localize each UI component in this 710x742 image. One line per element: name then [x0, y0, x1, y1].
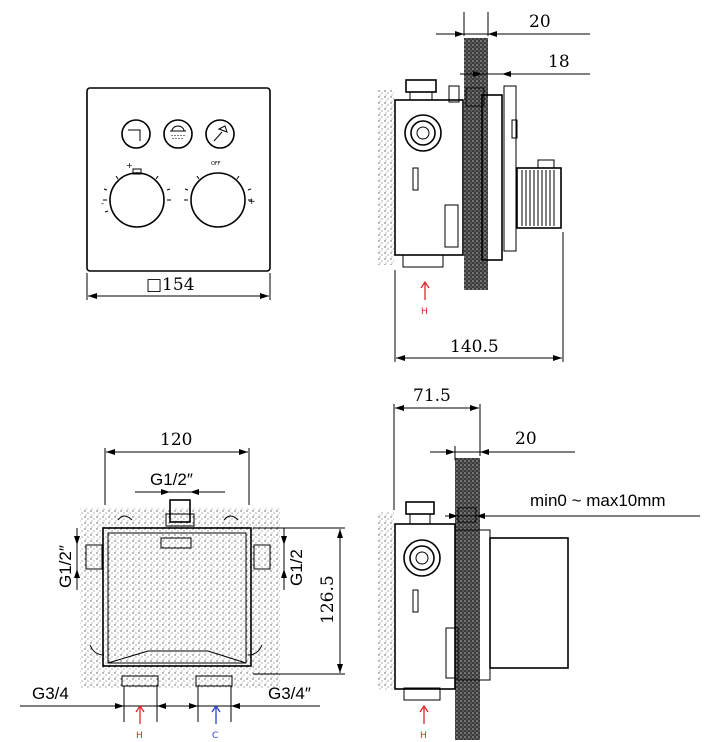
bottom-inlet [402, 254, 444, 268]
flow-knob: + OFF [184, 161, 256, 228]
hand-shower-icon [213, 125, 228, 142]
spout-icon [128, 129, 141, 141]
side-view-bottom: 71.5 20 min0 ~ max10mm H [378, 386, 700, 741]
wall-section [464, 38, 488, 290]
top-connector [405, 79, 437, 93]
hot-arrow-icon-2 [419, 704, 429, 724]
wall-dim-label-2: 20 [515, 429, 537, 449]
panel-outline [86, 87, 271, 272]
hot-label-2: H [420, 731, 427, 741]
top-port [169, 499, 191, 523]
front-view-box: 120 G1/2″ G1/2″ G1/2 126.5 G3/4 G3/4″ H … [20, 430, 345, 741]
left-connection-label: G1/2″ [56, 545, 75, 588]
cold-inlet-label: C [212, 731, 218, 741]
cartridge-port [404, 114, 442, 152]
mounting-box [102, 527, 252, 667]
hand-shower-button [205, 119, 235, 149]
svg-text:OFF: OFF [211, 161, 221, 167]
temperature-knob: + - [101, 161, 171, 228]
depth-dim-label: 140.5 [450, 337, 499, 357]
depth-dim-label-2: 71.5 [413, 386, 451, 406]
height-dim-label: 126.5 [318, 575, 338, 624]
panel-size-label: □154 [146, 275, 195, 295]
front-panel-view: + - + OFF □154 [86, 87, 271, 300]
top-connection-label: G1/2″ [150, 470, 193, 489]
overhead-shower-button [163, 119, 193, 149]
hot-label: H [421, 307, 428, 317]
hot-inlet-label: H [136, 731, 143, 741]
panel-width-dimension: □154 [86, 273, 271, 300]
plate-dim-label: 18 [548, 52, 570, 72]
bottom-left-connection-label: G3/4 [32, 684, 69, 703]
width-dim-label: 120 [160, 430, 192, 450]
cover-plate [481, 94, 503, 261]
tub-spout-button [121, 119, 151, 149]
bottom-right-connection-label: G3/4″ [268, 684, 311, 703]
left-port [85, 544, 103, 570]
right-connection-label: G1/2 [287, 549, 306, 586]
cold-inlet-arrow-icon [211, 704, 221, 724]
svg-text:-: - [101, 199, 104, 208]
svg-text:+: + [126, 161, 133, 170]
wall-dim-label: 20 [529, 12, 551, 32]
side-view-top: 20 18 140.5 H [378, 12, 590, 362]
shower-head-icon [170, 125, 186, 132]
range-dim-label: min0 ~ max10mm [530, 491, 666, 510]
mounting-sleeve [489, 537, 569, 669]
svg-text:+: + [248, 197, 256, 207]
right-port [253, 544, 271, 570]
hot-arrow-icon [420, 280, 430, 300]
hot-inlet-arrow-icon [135, 704, 145, 724]
